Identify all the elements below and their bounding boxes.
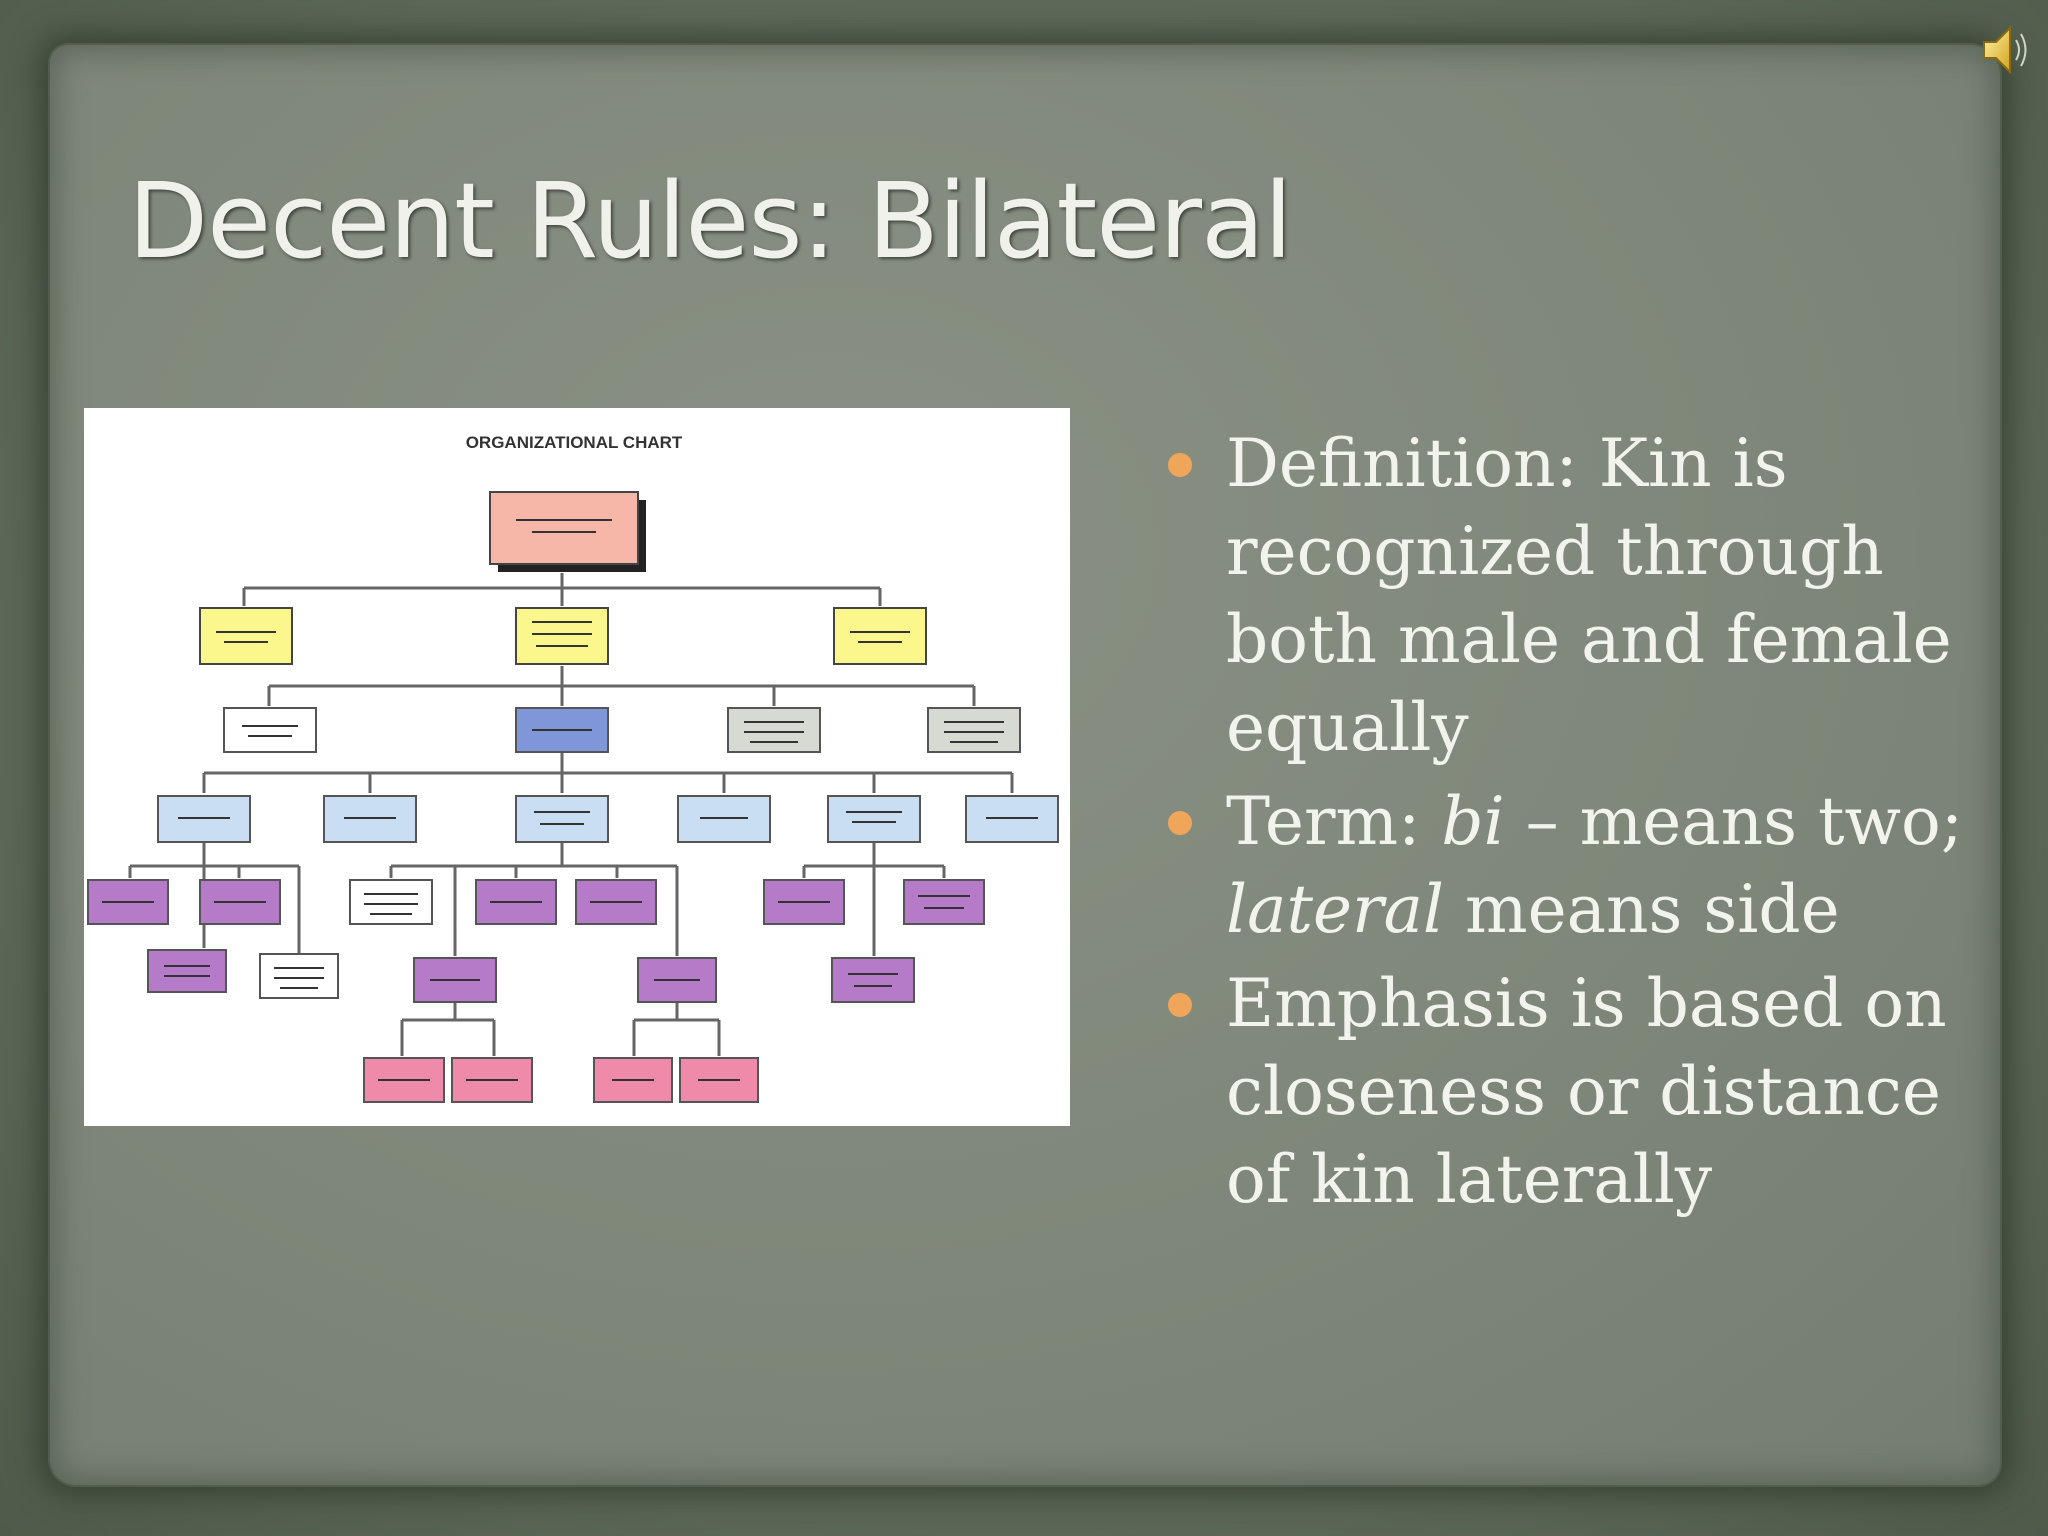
chart-box-white — [223, 707, 317, 753]
illegible-box-labels — [102, 519, 1038, 1081]
chart-box-yellow — [199, 607, 293, 665]
chart-box-lightblue — [515, 795, 609, 843]
chart-box-purple — [87, 879, 169, 925]
bullet-item-definition: Definition: Kin is recognized through bo… — [1160, 420, 2000, 772]
bullet-dot-icon — [1168, 993, 1192, 1017]
bullet-text: Emphasis is based on closeness or distan… — [1226, 965, 1947, 1218]
bullet-text-italic-lateral: lateral — [1226, 871, 1445, 948]
chart-box-gray — [927, 707, 1021, 753]
chart-box-purple — [903, 879, 985, 925]
bullet-text: Definition: Kin is recognized through bo… — [1226, 425, 1952, 766]
slide-title: Decent Rules: Bilateral — [128, 160, 1293, 282]
speaker-icon[interactable] — [1978, 20, 2034, 80]
org-chart-title: ORGANIZATIONAL CHART — [466, 433, 683, 452]
bullet-text-prefix: Term: — [1226, 783, 1442, 860]
bullet-text-italic-bi: bi — [1441, 783, 1505, 860]
bullet-dot-icon — [1168, 811, 1192, 835]
chart-box-gray — [727, 707, 821, 753]
bullet-text-suffix: means side — [1444, 871, 1840, 948]
bullet-item-emphasis: Emphasis is based on closeness or distan… — [1160, 960, 2000, 1224]
org-chart-image: ORGANIZATIONAL CHART — [84, 408, 1070, 1126]
chart-box-yellow — [515, 607, 609, 665]
chart-box-purple — [147, 949, 227, 993]
chart-box-purple — [831, 957, 915, 1003]
chart-connectors — [128, 573, 1014, 1056]
chart-box-lightblue — [827, 795, 921, 843]
bullet-dot-icon — [1168, 453, 1192, 477]
org-chart-diagram: ORGANIZATIONAL CHART — [87, 433, 1059, 1103]
chart-box-top — [489, 491, 639, 565]
chart-box-yellow — [833, 607, 927, 665]
chart-box-white — [349, 879, 433, 925]
bullet-item-term: Term: bi – means two; lateral means side — [1160, 778, 2000, 954]
bullet-list: Definition: Kin is recognized through bo… — [1160, 420, 2000, 1230]
chart-box-white — [259, 953, 339, 999]
bullet-text-middle: – means two; — [1504, 783, 1963, 860]
